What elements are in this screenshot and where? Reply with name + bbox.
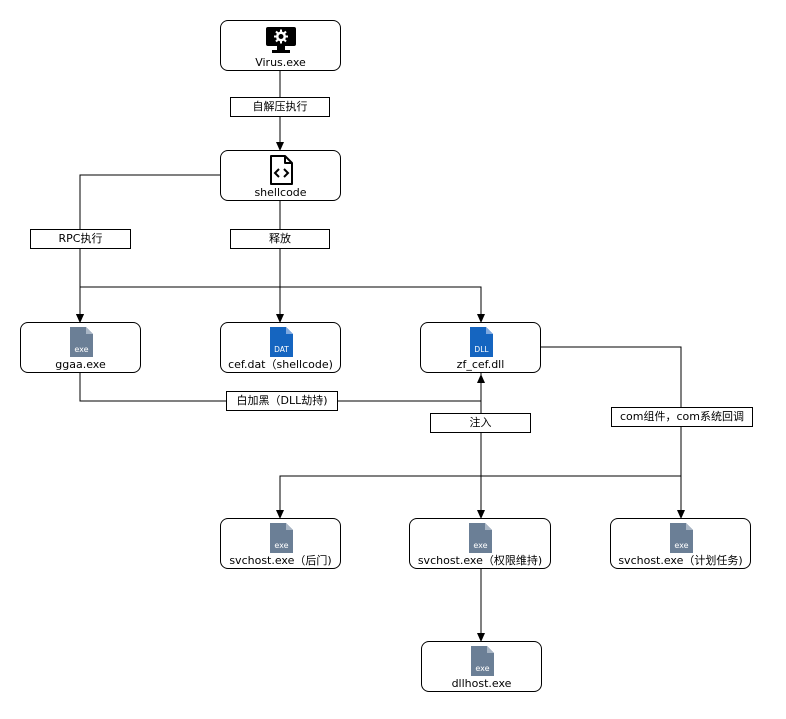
icon-text: exe [674, 541, 688, 550]
node-ggaa-exe[interactable]: exe ggaa.exe [20, 322, 141, 373]
node-label: ggaa.exe [55, 358, 106, 371]
exe-file-icon: exe [467, 523, 493, 553]
node-svchost-backdoor[interactable]: exe svchost.exe（后门) [220, 518, 341, 569]
node-shellcode[interactable]: shellcode [220, 150, 341, 201]
edge-inject-backdoor [276, 475, 481, 519]
icon-text: exe [74, 345, 88, 354]
node-label: dllhost.exe [451, 677, 512, 690]
node-label: svchost.exe（计划任务) [618, 554, 743, 567]
node-label: svchost.exe（权限维持) [417, 554, 543, 567]
edge-label-sideload: 白加黑（DLL劫持) [226, 391, 338, 411]
edge-label-inject: 注入 [430, 413, 531, 433]
icon-text: exe [473, 541, 487, 550]
node-zf-cef-dll[interactable]: DLL zf_cef.dll [420, 322, 541, 373]
node-label: Virus.exe [255, 56, 306, 69]
edge-label-self-extract: 自解压执行 [230, 97, 330, 117]
node-label: cef.dat（shellcode) [228, 358, 333, 371]
icon-text: exe [475, 664, 489, 673]
edge-release-bus-right [280, 286, 485, 323]
edge-shellcode-ggaa [76, 174, 220, 323]
monitor-gear-icon [264, 25, 298, 55]
exe-file-icon: exe [68, 327, 94, 357]
node-label: shellcode [254, 186, 307, 199]
node-dllhost-exe[interactable]: exe dllhost.exe [421, 641, 542, 692]
dat-file-icon: DAT [268, 327, 294, 357]
edge-label-com-callback: com组件，com系统回调 [611, 407, 753, 427]
icon-text: exe [274, 541, 288, 550]
exe-file-icon: exe [268, 523, 294, 553]
icon-text: DAT [274, 345, 289, 354]
dll-file-icon: DLL [468, 327, 494, 357]
edge-label-release: 释放 [230, 229, 330, 249]
code-file-icon [268, 155, 294, 185]
node-label: zf_cef.dll [456, 358, 505, 371]
exe-file-icon: exe [469, 646, 495, 676]
node-virus-exe[interactable]: Virus.exe [220, 20, 341, 71]
edge-label-rpc-exec: RPC执行 [30, 229, 131, 249]
edge-release-bus-left [76, 286, 280, 323]
node-label: svchost.exe（后门) [229, 554, 332, 567]
node-svchost-persist[interactable]: exe svchost.exe（权限维持) [409, 518, 551, 569]
edge-zfcef-com [541, 346, 685, 519]
node-cef-dat[interactable]: DAT cef.dat（shellcode) [220, 322, 341, 373]
exe-file-icon: exe [668, 523, 694, 553]
icon-text: DLL [474, 345, 489, 354]
node-svchost-task[interactable]: exe svchost.exe（计划任务) [610, 518, 751, 569]
